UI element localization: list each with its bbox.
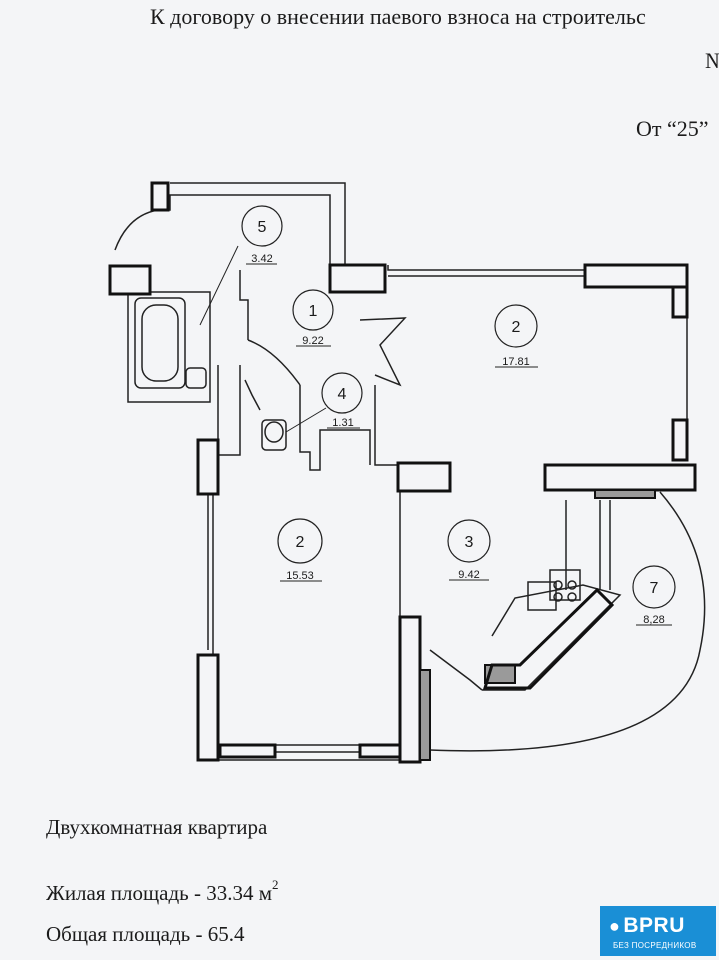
living-area-text: Жилая площадь - 33.34 м: [46, 881, 273, 905]
bpru-watermark[interactable]: ●BPRU БЕЗ ПОСРЕДНИКОВ: [600, 906, 716, 956]
contract-number-mark: №: [705, 48, 719, 73]
room-area: 9.22: [302, 335, 323, 347]
kitchen-counter: [482, 587, 615, 690]
document-heading: К договору о внесении паевого взноса на …: [150, 4, 646, 29]
room-label: 3 9.42: [447, 519, 491, 581]
room-number: 4: [338, 386, 347, 403]
room-area: 9.42: [458, 569, 479, 581]
room-number: 7: [650, 580, 659, 597]
bpru-logo: ●BPRU: [609, 914, 685, 938]
living-area: Жилая площадь - 33.34 м2: [46, 877, 279, 906]
hatched-elements: [419, 489, 656, 761]
room-number: 2: [512, 319, 521, 336]
room-label: 1 9.22: [292, 289, 334, 347]
room-area: 1.31: [332, 417, 353, 429]
area-unit-superscript: 2: [272, 877, 279, 892]
bpru-logo-text: BPRU: [623, 914, 685, 937]
room-label: 4 1.31: [285, 372, 363, 433]
floor-plan: 5 3.42 1 9.22 2 17.81 4 1.31 2 15.53 3 9…: [108, 181, 706, 764]
room-area: 8,28: [643, 614, 664, 626]
room-number: 5: [258, 219, 267, 236]
room-number: 3: [465, 534, 474, 551]
room-number: 1: [309, 303, 318, 320]
room-label: 5 3.42: [199, 205, 283, 326]
room-area: 3.42: [251, 253, 272, 265]
room-number: 2: [296, 534, 305, 551]
apartment-type: Двухкомнатная квартира: [46, 815, 268, 839]
room-label: 2 17.81: [494, 304, 538, 368]
total-area: Общая площадь - 65.4: [46, 922, 245, 946]
people-icon: ●: [609, 916, 621, 936]
room-label: 2 15.53: [277, 518, 323, 582]
contract-date: От “25”: [636, 116, 709, 141]
room-area: 17.81: [502, 356, 530, 368]
room-label: 7 8,28: [632, 565, 676, 626]
bpru-tagline: БЕЗ ПОСРЕДНИКОВ: [613, 941, 697, 950]
room-area: 15.53: [286, 570, 314, 582]
